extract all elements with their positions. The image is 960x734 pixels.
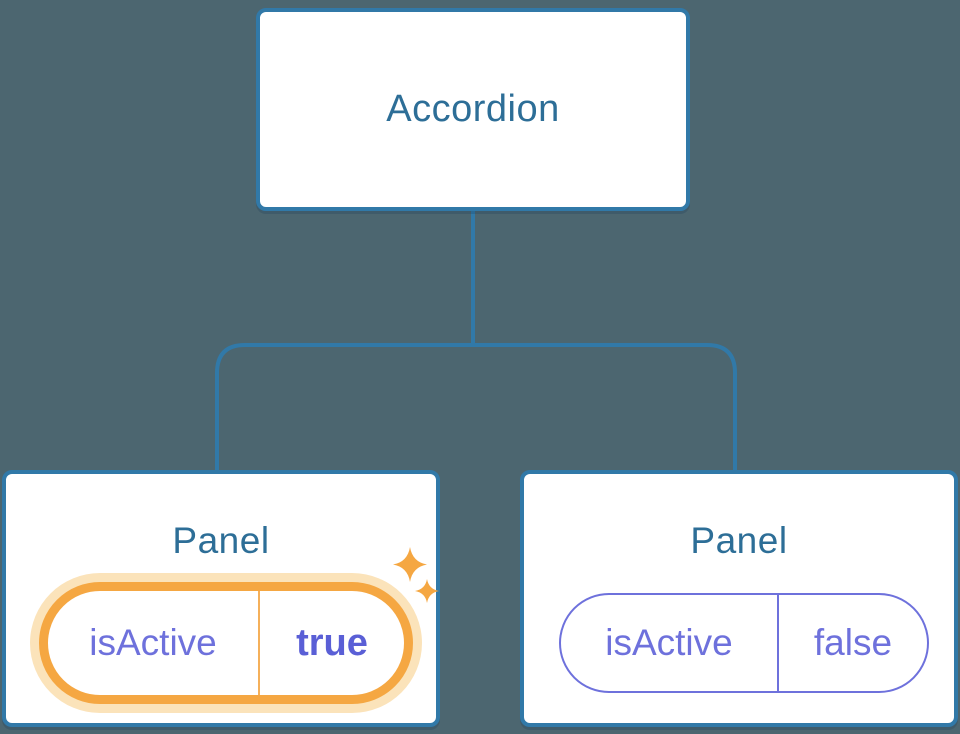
state-pill-inactive: isActive false [559, 593, 929, 693]
connector-branch-line [215, 343, 737, 472]
sparkle-icon [393, 547, 439, 603]
pill-divider [776, 595, 779, 691]
state-key-label: isActive [605, 622, 733, 663]
state-key-label: isActive [89, 622, 217, 663]
pill-divider [258, 591, 261, 695]
sparkle-icon-large [393, 547, 427, 582]
accordion-label: Accordion [386, 88, 560, 130]
sparkle-icon-small [415, 579, 439, 603]
panel-title: Panel [172, 520, 270, 561]
panel-title: Panel [690, 520, 788, 561]
panel-node-inactive: Panel isActive false [520, 470, 958, 727]
panel-node-active: Panel isActive true [2, 470, 440, 727]
accordion-node: Accordion [256, 8, 690, 211]
state-pill-active: isActive true [39, 582, 413, 704]
state-value-label: true [296, 621, 368, 664]
state-value-label: false [813, 622, 893, 663]
